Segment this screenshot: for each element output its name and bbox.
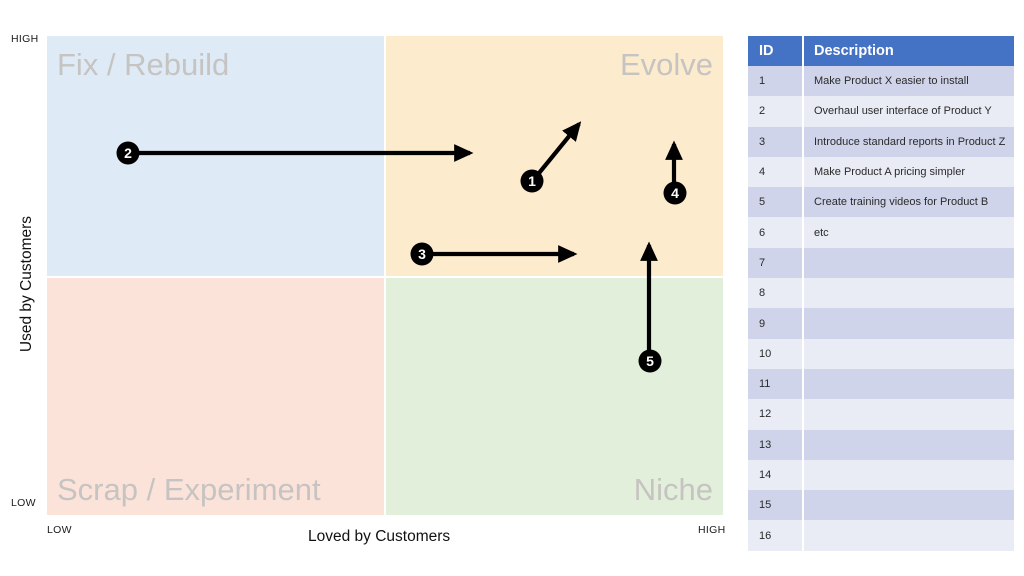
table-cell-id: 16	[748, 520, 803, 551]
table-header-row: ID Description	[748, 36, 1014, 66]
table-row[interactable]: 7	[748, 247, 1014, 279]
table-cell-description[interactable]	[802, 308, 1014, 339]
y-axis-high-label: HIGH	[11, 33, 39, 45]
table-cell-description[interactable]: Introduce standard reports in Product Z	[802, 126, 1014, 157]
quadrant-label-evolve: Evolve	[619, 47, 713, 82]
x-axis-low-label: LOW	[47, 524, 72, 536]
table-cell-description[interactable]: Make Product X easier to install	[802, 66, 1014, 97]
table-header: ID Description	[748, 36, 1014, 66]
table-row[interactable]: 11	[748, 368, 1014, 400]
quadrant-label-scrap-experiment: Scrap / Experiment	[57, 472, 321, 507]
table-cell-description[interactable]: Make Product A pricing simpler	[802, 156, 1014, 188]
column-header-id: ID	[748, 36, 803, 66]
table-cell-id: 10	[748, 338, 803, 369]
table-cell-id: 8	[748, 278, 803, 309]
quadrant-top-left: Fix / Rebuild	[47, 36, 384, 276]
quadrant-label-niche: Niche	[633, 472, 713, 507]
table-cell-description[interactable]	[802, 429, 1014, 460]
table-cell-id: 1	[748, 66, 803, 97]
table-row[interactable]: 12	[748, 399, 1014, 430]
y-axis-low-label: LOW	[11, 497, 36, 509]
table-cell-description[interactable]: Create training videos for Product B	[802, 187, 1014, 218]
quadrant-bottom-right: Niche	[386, 278, 723, 515]
opportunity-matrix: Fix / Rebuild Evolve Scrap / Experiment …	[11, 33, 726, 545]
table-cell-id: 2	[748, 96, 803, 127]
table-cell-description[interactable]: Overhaul user interface of Product Y	[802, 96, 1014, 127]
table-cell-description[interactable]	[802, 490, 1014, 521]
table-row[interactable]: 14	[748, 459, 1014, 491]
table-cell-id: 15	[748, 490, 803, 521]
matrix-plot-area: Fix / Rebuild Evolve Scrap / Experiment …	[47, 36, 723, 515]
quadrant-label-fix-rebuild: Fix / Rebuild	[57, 47, 230, 82]
table-cell-description[interactable]: etc	[802, 217, 1014, 248]
y-axis-title: Used by Customers	[18, 215, 35, 353]
table-cell-description[interactable]	[802, 520, 1014, 551]
table-cell-id: 4	[748, 156, 803, 188]
table-cell-id: 13	[748, 429, 803, 460]
table-cell-id: 11	[748, 368, 803, 400]
table-row[interactable]: 13	[748, 429, 1014, 460]
table-cell-id: 7	[748, 247, 803, 279]
table-cell-description[interactable]	[802, 368, 1014, 400]
table-row[interactable]: 9	[748, 308, 1014, 339]
table-cell-description[interactable]	[802, 459, 1014, 491]
x-axis-high-label: HIGH	[698, 524, 726, 536]
table-cell-description[interactable]	[802, 247, 1014, 279]
table-cell-description[interactable]	[802, 338, 1014, 369]
table-row[interactable]: 10	[748, 338, 1014, 369]
table-cell-id: 5	[748, 187, 803, 218]
table-row[interactable]: 15	[748, 490, 1014, 521]
table-cell-description[interactable]	[802, 399, 1014, 430]
quadrant-top-right: Evolve	[386, 36, 723, 276]
x-axis-title: Loved by Customers	[308, 528, 451, 545]
table-row[interactable]: 16	[748, 520, 1014, 551]
table-cell-id: 12	[748, 399, 803, 430]
table-cell-id: 6	[748, 217, 803, 248]
table-cell-id: 3	[748, 126, 803, 157]
table-row[interactable]: 8	[748, 278, 1014, 309]
table-cell-id: 14	[748, 459, 803, 491]
quadrant-bottom-left: Scrap / Experiment	[47, 278, 384, 515]
column-header-description: Description	[802, 36, 1014, 66]
table-cell-id: 9	[748, 308, 803, 339]
table-cell-description[interactable]	[802, 278, 1014, 309]
